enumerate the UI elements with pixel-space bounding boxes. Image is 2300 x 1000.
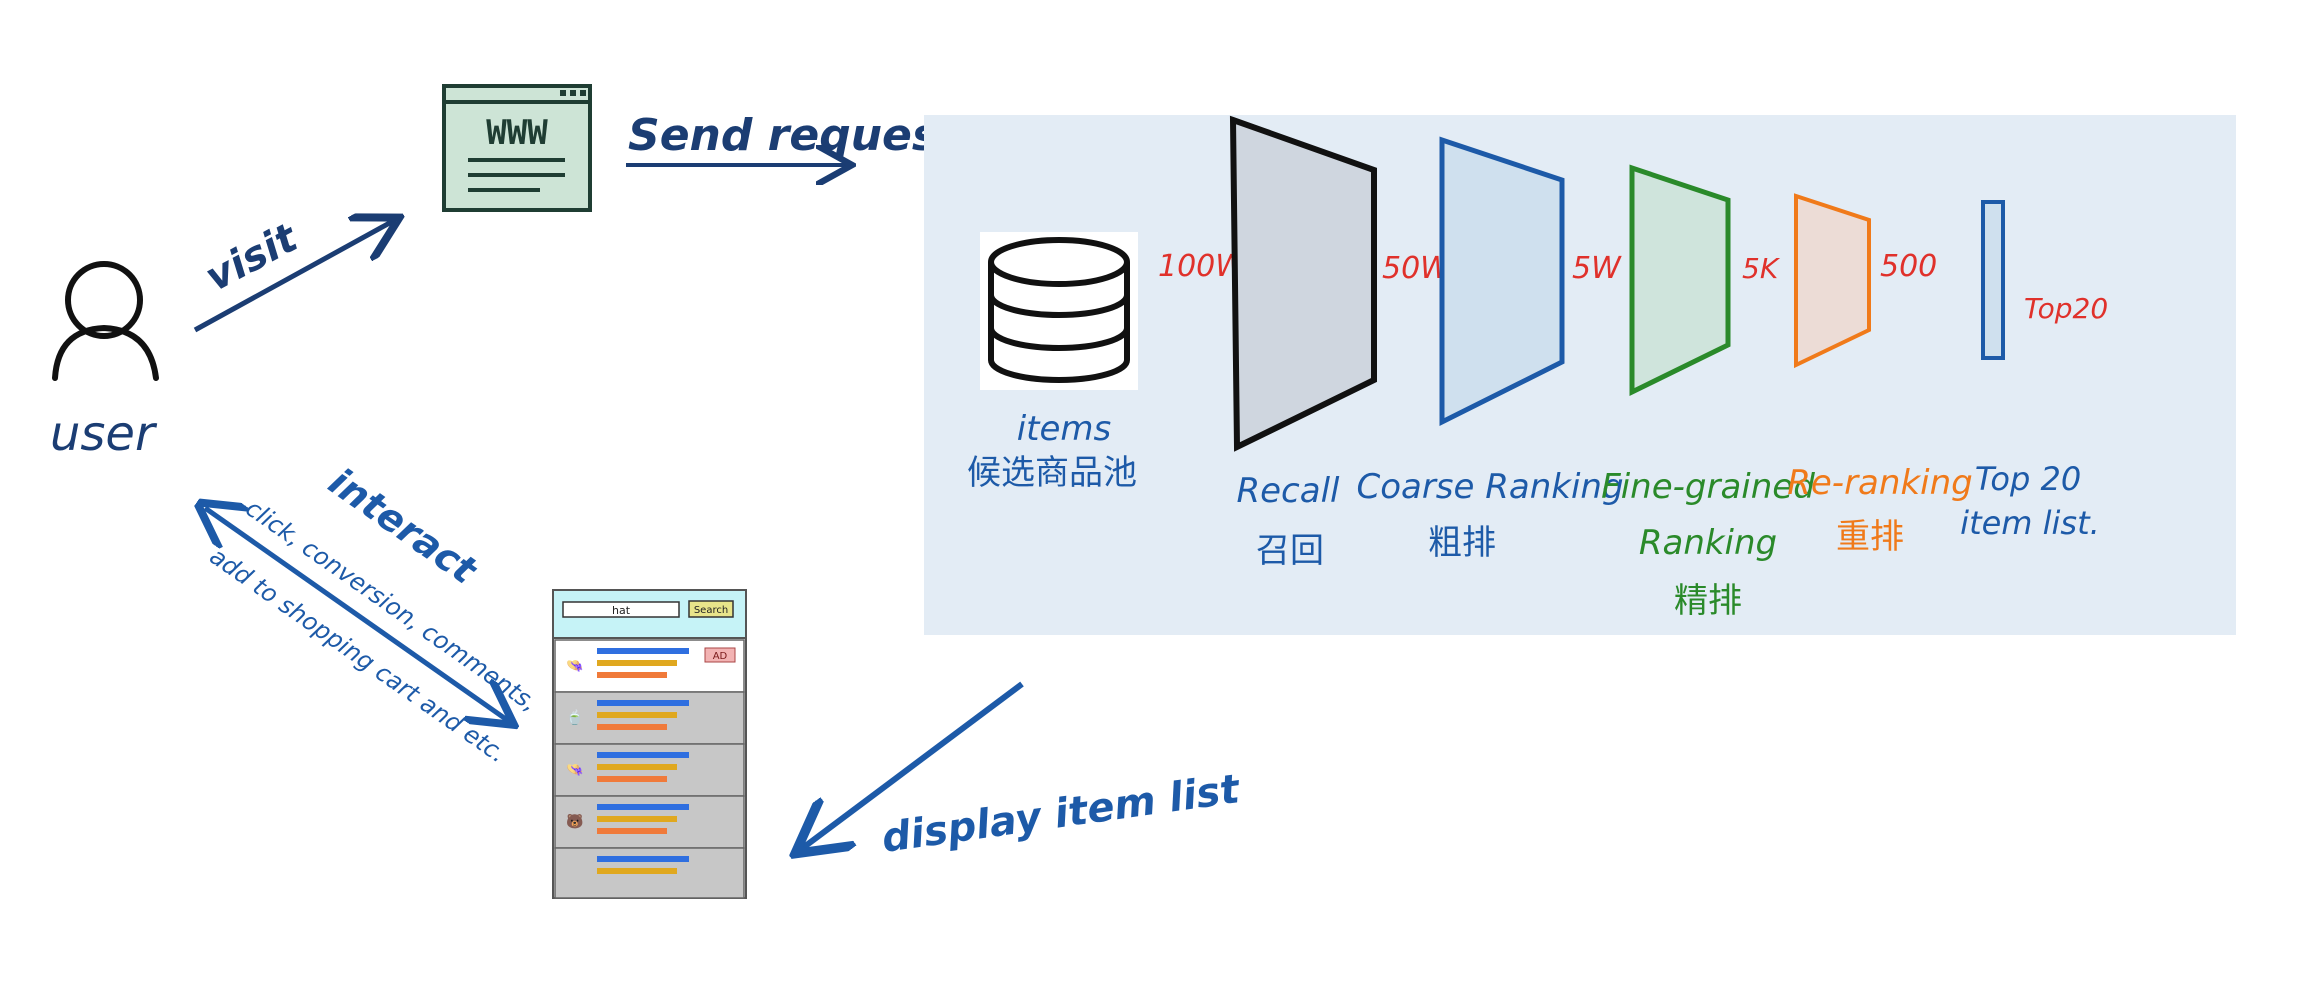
search-button-label: Search (694, 605, 728, 616)
recall-label: Recall (1237, 471, 1341, 511)
search-button[interactable] (688, 600, 734, 618)
product-text-line (597, 804, 689, 810)
browser-window-icon (442, 84, 592, 212)
top20-label: Top 20 (1975, 460, 2081, 498)
pipeline-panel (924, 115, 2236, 635)
result-row[interactable]: 🐻 (554, 795, 745, 849)
product-text-line (597, 660, 677, 666)
product-text-line (597, 648, 689, 654)
count-500: 500 (1880, 249, 1937, 284)
product-text-line (597, 764, 677, 770)
ad-badge (704, 647, 736, 663)
coarse-ranking-label-zh: 粗排 (1428, 523, 1496, 563)
coarse-ranking-stage-shape (1439, 136, 1565, 427)
product-text-line (597, 724, 667, 730)
send-request-label: Send request (628, 110, 961, 161)
items-label: items (1017, 409, 1112, 449)
product-text-line (597, 856, 689, 862)
search-input-value: hat (612, 604, 631, 617)
product-text-line (597, 700, 689, 706)
product-text-line (597, 868, 677, 874)
reranking-label-zh: 重排 (1836, 517, 1904, 557)
items-database-icon (980, 232, 1138, 390)
fine-ranking-label-zh: 精排 (1674, 581, 1742, 621)
items-label-zh: 候选商品池 (967, 453, 1137, 493)
reranking-label: Re-ranking (1787, 463, 1972, 503)
result-list: 👒 AD 🍵 👒 🐻 (554, 639, 745, 899)
top20-label-2: item list. (1960, 504, 2100, 542)
count-5w: 5W (1572, 251, 1622, 286)
product-thumbnail-icon: 🐻 (566, 812, 584, 830)
result-row[interactable]: 👒 AD (554, 639, 745, 693)
product-text-line (597, 752, 689, 758)
ad-badge-label: AD (713, 651, 728, 662)
user-label: user (50, 406, 158, 462)
product-text-line (597, 816, 677, 822)
recall-label-zh: 召回 (1256, 531, 1324, 571)
product-thumbnail-icon: 🍵 (566, 708, 583, 726)
reranking-stage-shape (1794, 193, 1871, 369)
browser-www-text: WWW (486, 113, 548, 153)
visit-arrow (193, 220, 395, 333)
result-row[interactable]: 🍵 (554, 691, 745, 745)
product-thumbnail-icon: 👒 (566, 762, 583, 778)
product-text-line (597, 712, 677, 718)
fine-ranking-stage-shape (1629, 164, 1731, 397)
result-row[interactable]: 👒 (554, 743, 745, 797)
product-text-line (597, 776, 667, 782)
product-thumbnail-icon: 👒 (566, 658, 583, 674)
display-item-list-label: display item list (879, 766, 1244, 862)
visit-label: visit (198, 214, 306, 301)
search-input[interactable] (562, 601, 680, 618)
count-5k: 5K (1742, 252, 1781, 285)
recall-stage-shape (1229, 115, 1377, 452)
coarse-ranking-label: Coarse Ranking (1356, 467, 1623, 507)
count-100w: 100W (1158, 249, 1246, 284)
interact-arrow (205, 508, 510, 722)
product-text-line (597, 828, 667, 834)
count-top20: Top20 (2024, 292, 2108, 325)
fine-ranking-label: Fine-grained (1601, 467, 1815, 507)
result-row[interactable] (554, 847, 745, 899)
fine-ranking-label-2: Ranking (1639, 523, 1777, 563)
display-arrow (800, 681, 1024, 850)
product-text-line (597, 672, 667, 678)
top20-stage-shape (1981, 200, 2005, 360)
user-icon (52, 261, 159, 381)
